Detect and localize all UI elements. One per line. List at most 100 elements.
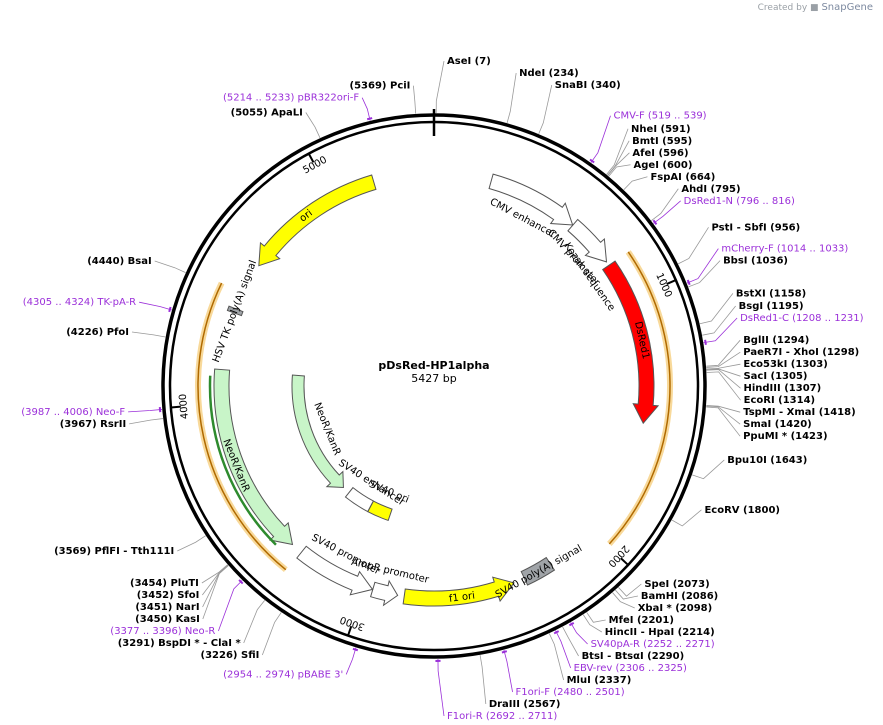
backbone-inner-ring — [168, 120, 700, 652]
enzyme-label: BamHI (2086) — [641, 591, 718, 602]
enzyme-label: EcoRV (1800) — [704, 505, 780, 516]
feature-sv40-promoter — [296, 545, 374, 596]
leader-line — [202, 565, 229, 620]
credit-prefix: Created by — [757, 3, 808, 13]
enzyme-label: SacI (1305) — [743, 371, 807, 382]
feature-neor-kanr — [213, 368, 294, 546]
primer-label: SV40pA-R (2252 .. 2271) — [591, 639, 715, 650]
leader-line — [435, 60, 445, 114]
leader-line — [413, 85, 417, 114]
leader-line — [506, 72, 517, 124]
leader-line — [177, 535, 206, 552]
leader-line — [437, 658, 445, 717]
enzyme-label: (5369) PciI — [350, 81, 411, 92]
enzyme-label: MluI (2337) — [567, 675, 632, 686]
leader-line — [706, 371, 741, 401]
neor-translation-arc — [208, 375, 277, 546]
tick-label: 1000 — [653, 272, 673, 300]
primer-mark — [704, 339, 707, 346]
leader-line — [201, 564, 228, 584]
leader-line — [361, 97, 371, 121]
leader-line — [608, 164, 631, 177]
enzyme-label: (3291) BspDI * - ClaI * — [118, 638, 242, 649]
enzyme-label: BsgI (1195) — [739, 301, 804, 312]
snapgene-credit: Created by ■ SnapGene — [758, 2, 873, 13]
feature-sv40-poly-a-signal — [520, 556, 556, 586]
enzyme-label: TspMI - XmaI (1418) — [743, 407, 855, 418]
enzyme-label: AgeI (600) — [634, 160, 693, 171]
feature-label-sv40-poly-a-signal: SV40 poly(A) signal — [494, 543, 584, 601]
leader-line — [305, 112, 321, 139]
enzyme-label: (3452) SfoI — [137, 590, 200, 601]
translation-arc — [197, 282, 287, 571]
feature-neor-kanr — [291, 374, 344, 488]
leader-line — [703, 317, 738, 344]
primer-label: F1ori-F (2480 .. 2501) — [516, 687, 625, 698]
leader-line — [706, 363, 741, 370]
tick-mark — [307, 153, 315, 163]
leader-line — [706, 369, 741, 389]
enzyme-label: EcoRI (1314) — [744, 395, 816, 406]
leader-line — [129, 418, 163, 425]
primer-label: F1ori-R (2692 .. 2711) — [447, 711, 557, 722]
enzyme-label: PstI - SbfI (956) — [712, 222, 801, 233]
tick-label: 5000 — [301, 155, 329, 177]
leader-line — [706, 406, 741, 437]
enzyme-label: SpeI (2073) — [644, 579, 709, 590]
enzyme-label: AseI (7) — [447, 56, 491, 67]
site-labels: AseI (7)NdeI (234)SnaBI (340)CMV-F (519 … — [21, 56, 863, 722]
primer-label: EBV-rev (2306 .. 2325) — [574, 663, 687, 674]
leader-line — [706, 339, 741, 367]
leader-line — [699, 293, 734, 325]
enzyme-label: (4440) BsaI — [87, 256, 152, 267]
primer-mark — [168, 306, 172, 313]
leader-line — [651, 188, 679, 222]
enzyme-label: HindIII (1307) — [743, 383, 821, 394]
plasmid-name: pDsRed-HP1alpha — [378, 359, 489, 372]
enzyme-label: (3226) SfiI — [201, 650, 260, 661]
enzyme-label: SmaI (1420) — [743, 419, 812, 430]
enzyme-label: MfeI (2201) — [609, 615, 674, 626]
primer-mark — [501, 650, 508, 654]
leader-line — [706, 368, 741, 377]
leader-line — [607, 152, 630, 176]
enzyme-label: (3454) PluTI — [130, 578, 199, 589]
enzyme-label: BbsI (1036) — [723, 256, 788, 267]
leader-line — [582, 614, 603, 633]
enzyme-label: AfeI (596) — [632, 148, 688, 159]
leader-line — [706, 351, 741, 368]
enzyme-label: DraIII (2567) — [489, 699, 561, 710]
leader-line — [653, 200, 681, 224]
primer-mark — [366, 117, 373, 121]
leader-line — [702, 305, 736, 336]
enzyme-label: (3967) RsrII — [60, 419, 126, 430]
leader-line — [692, 459, 725, 480]
primer-mark — [568, 621, 575, 627]
feature-label-hsv-tk-poly-a-signal: HSV TK poly(A) signal — [211, 259, 259, 364]
leader-line — [671, 509, 702, 527]
primer-mark — [553, 630, 560, 635]
leader-line — [615, 589, 639, 600]
leader-line — [243, 599, 266, 644]
leader-line — [218, 580, 243, 632]
enzyme-label: (3569) PflFI - Tth111I — [54, 546, 174, 557]
primer-label: mCherry-F (1014 .. 1033) — [721, 244, 848, 255]
tick-label: 3000 — [339, 614, 367, 633]
enzyme-label: Eco53kI (1303) — [743, 359, 827, 370]
enzyme-label: XbaI * (2098) — [638, 603, 713, 614]
primer-label: CMV-F (519 .. 539) — [613, 111, 706, 122]
leader-line — [131, 331, 166, 338]
enzyme-label: Bpu10I (1643) — [727, 455, 807, 466]
leader-line — [261, 612, 282, 656]
leader-line — [139, 301, 172, 311]
primer-mark — [589, 158, 595, 164]
primer-label: (3987 .. 4006) Neo-F — [21, 407, 125, 418]
enzyme-label: AhdI (795) — [681, 184, 740, 195]
leader-line — [555, 630, 572, 669]
primer-label: DsRed1-C (1208 .. 1231) — [740, 313, 864, 324]
feature-hsv-tk-poly-a-signal — [226, 305, 244, 317]
tick-mark — [666, 279, 677, 285]
enzyme-label: NheI (591) — [631, 124, 691, 135]
leader-line — [677, 227, 709, 265]
